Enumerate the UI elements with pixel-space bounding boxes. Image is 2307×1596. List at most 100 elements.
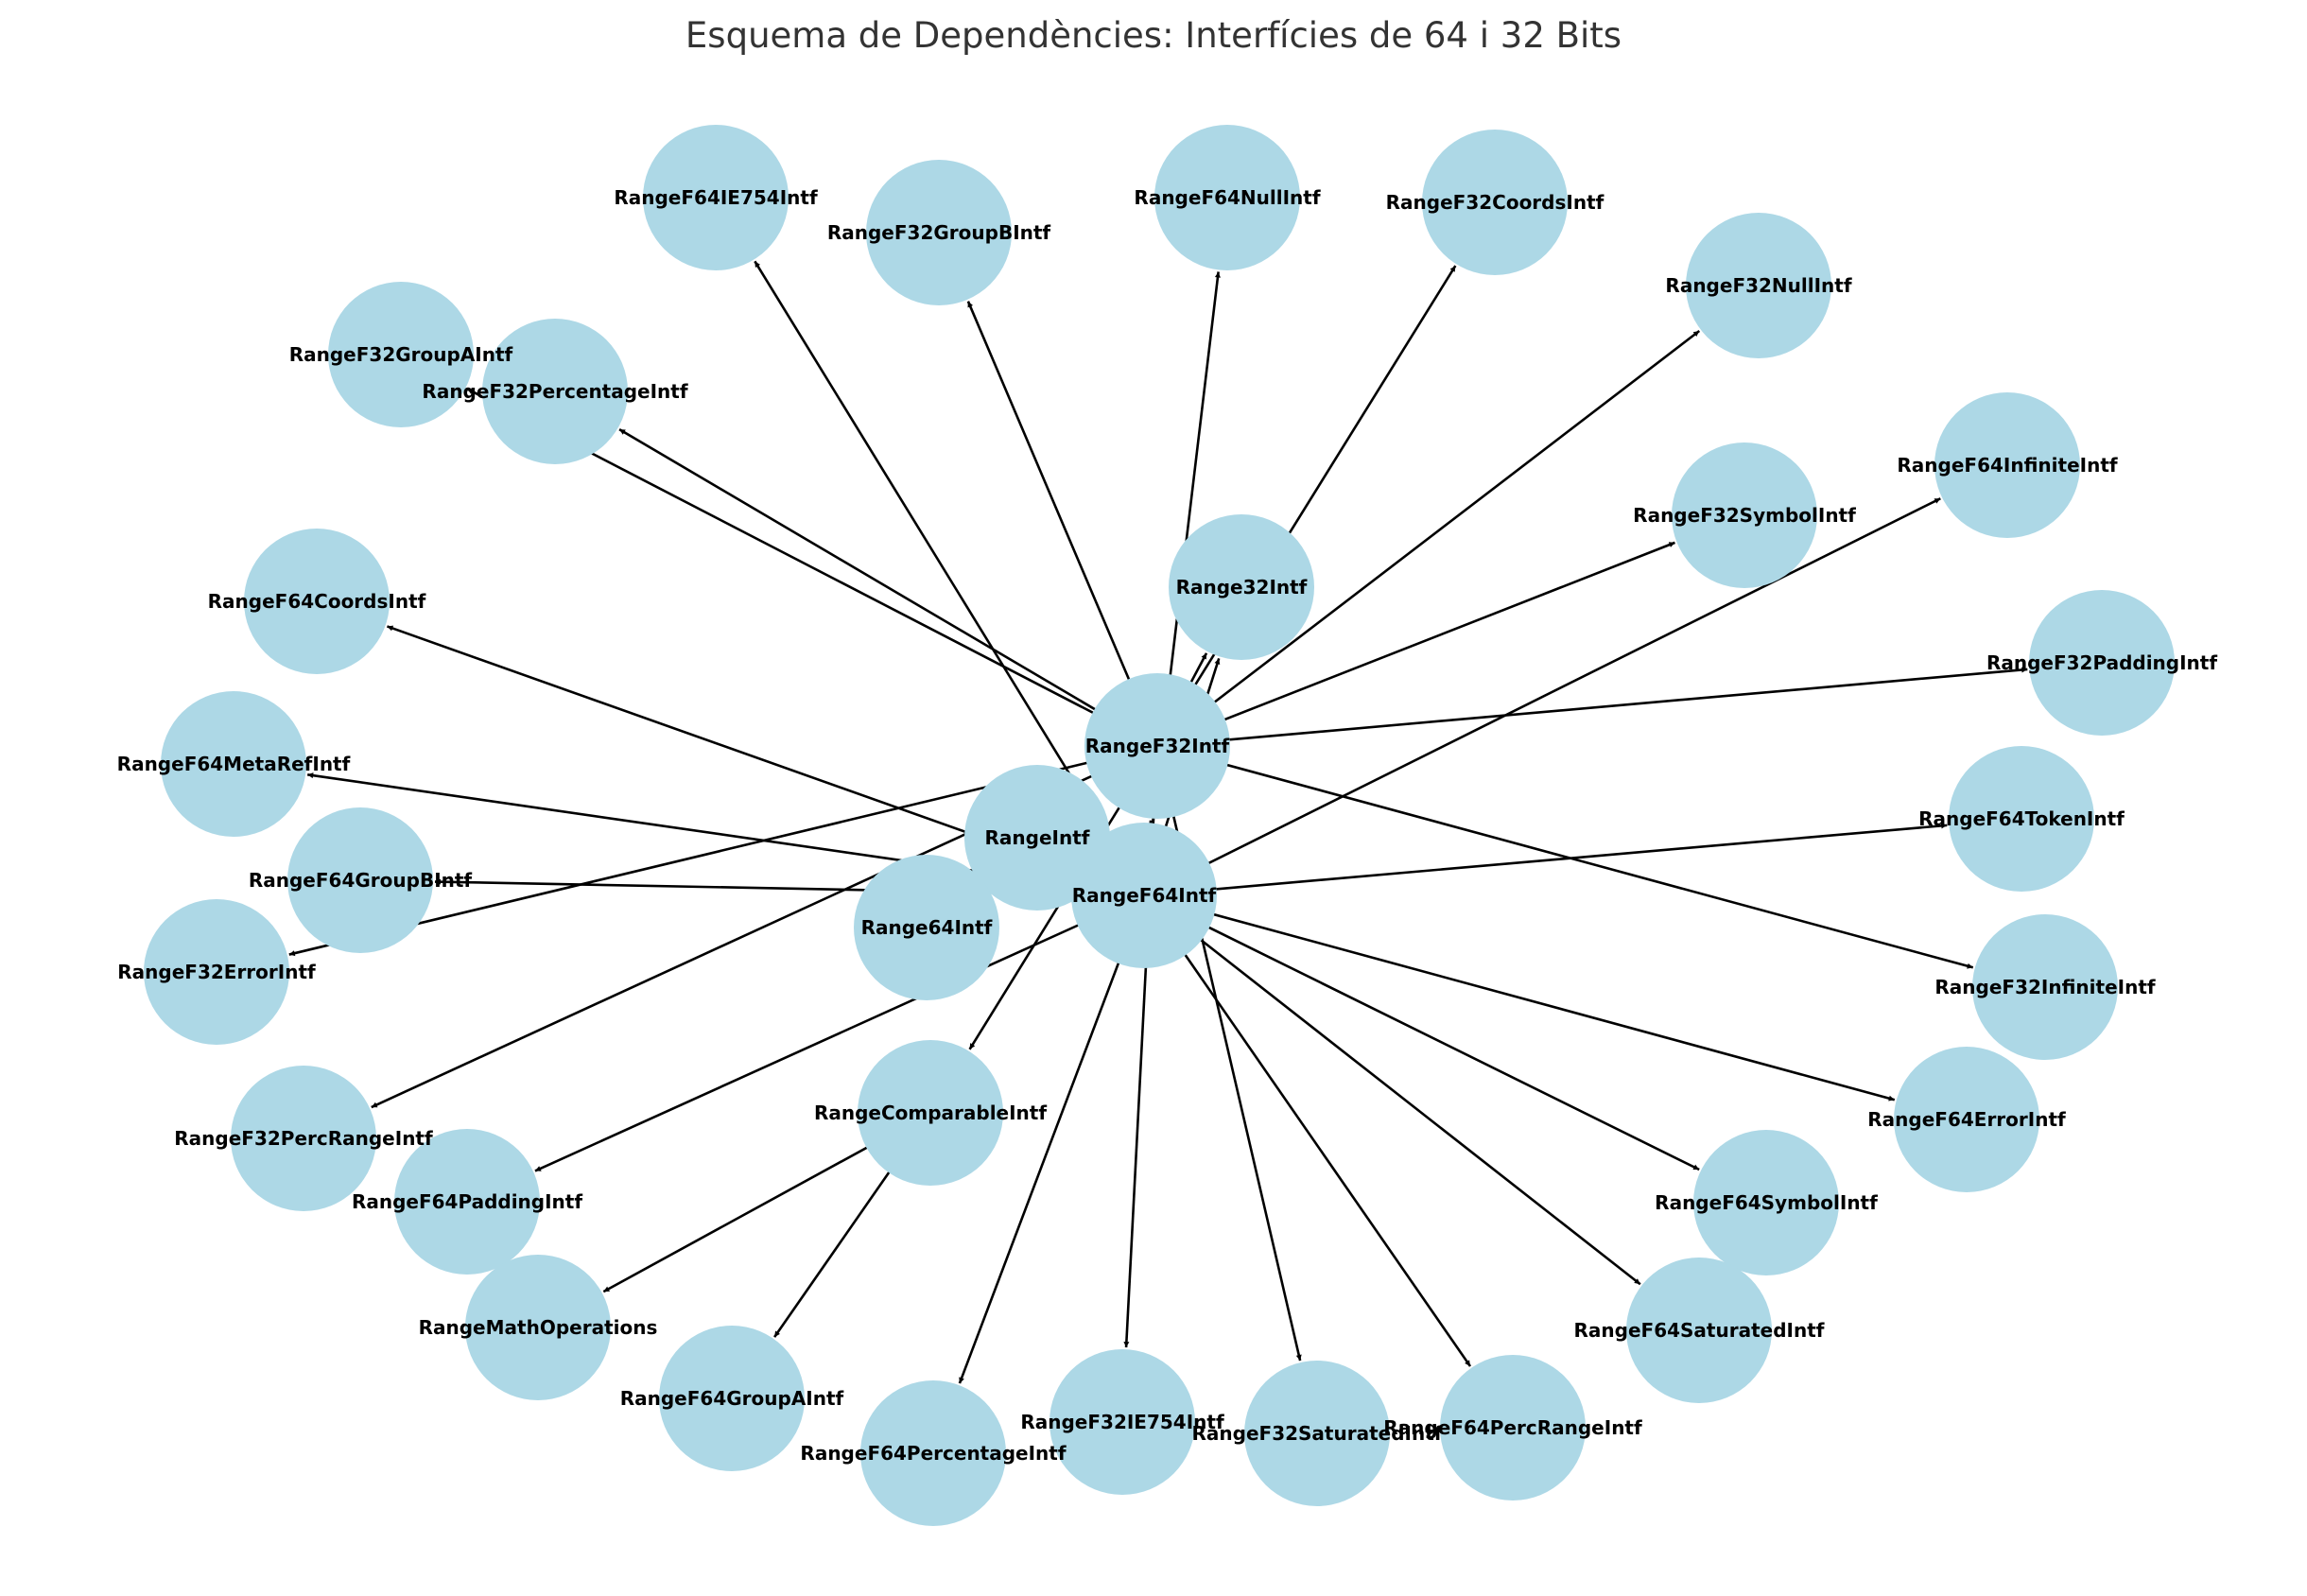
edge-RangeF32Intf-to-RangeF32NullIntf [1156, 329, 1701, 748]
node-label-RangeF64GroupBIntf: RangeF64GroupBIntf [249, 869, 473, 892]
node-circle [1154, 125, 1300, 270]
node-RangeF64PercRangeIntf [1440, 1355, 1586, 1501]
node-label-RangeF64GroupAIntf: RangeF64GroupAIntf [620, 1387, 844, 1410]
edge-RangeF64Intf-to-RangeF64InfiniteIntf [1143, 497, 1941, 897]
node-label-RangeF64NullIntf: RangeF64NullIntf [1134, 186, 1320, 209]
node-circle [1244, 1361, 1390, 1506]
node-circle [144, 899, 289, 1045]
node-label-RangeF64MetaRefIntf: RangeF64MetaRefIntf [117, 753, 351, 775]
diagram-title: Esquema de Dependències: Interfícies de … [685, 15, 1622, 56]
node-label-RangeMathOperations: RangeMathOperations [419, 1316, 658, 1339]
node-label-RangeF32GroupBIntf: RangeF32GroupBIntf [827, 221, 1051, 244]
node-label-RangeF64Intf: RangeF64Intf [1072, 884, 1217, 907]
node-label-RangeF32SaturatedIntf: RangeF32SaturatedIntf [1192, 1422, 1443, 1445]
node-RangeF64ErrorIntf [1894, 1047, 2039, 1192]
node-circle [659, 1326, 805, 1471]
node-circle [1686, 213, 1831, 358]
node-layer: RangeF64IE754IntfRangeF32GroupBIntfRange… [117, 125, 2217, 1526]
node-label-RangeF32SymbolIntf: RangeF32SymbolIntf [1633, 504, 1856, 527]
node-RangeF32InfiniteIntf [1972, 914, 2118, 1060]
node-label-RangeF64InfiniteIntf: RangeF64InfiniteIntf [1897, 454, 2117, 477]
node-label-RangeF32PaddingIntf: RangeF32PaddingIntf [1986, 651, 2217, 674]
node-label-Range32Intf: Range32Intf [1176, 576, 1308, 598]
node-label-RangeComparableIntf: RangeComparableIntf [814, 1102, 1047, 1124]
node-RangeF32SymbolIntf [1672, 442, 1817, 588]
node-RangeF32PercentageIntf [482, 319, 628, 464]
node-label-RangeF64ErrorIntf: RangeF64ErrorIntf [1867, 1108, 2066, 1131]
node-RangeIntf [964, 765, 1110, 911]
node-RangeF32PercRangeIntf [231, 1066, 376, 1211]
node-circle [465, 1255, 611, 1400]
node-circle [866, 160, 1012, 305]
node-Range64Intf [854, 855, 999, 1000]
node-label-RangeF64PaddingIntf: RangeF64PaddingIntf [352, 1190, 582, 1213]
node-RangeF64IE754Intf [643, 125, 789, 270]
node-RangeMathOperations [465, 1255, 611, 1400]
node-circle [1049, 1349, 1195, 1495]
node-circle [1972, 914, 2118, 1060]
node-circle [1169, 514, 1314, 660]
node-circle [2029, 590, 2175, 736]
node-circle [231, 1066, 376, 1211]
edge-RangeF64Intf-to-RangeF64SaturatedIntf [1143, 893, 1641, 1286]
node-label-RangeIntf: RangeIntf [985, 826, 1090, 849]
node-circle [964, 765, 1110, 911]
node-circle [1934, 392, 2080, 538]
edge-RangeF64Intf-to-RangeF64PercentageIntf [958, 894, 1146, 1384]
node-RangeF64GroupBIntf [287, 807, 433, 953]
node-RangeF64Intf [1071, 823, 1217, 968]
node-RangeF64InfiniteIntf [1934, 392, 2080, 538]
node-circle [643, 125, 789, 270]
node-RangeF32IE754Intf [1049, 1349, 1195, 1495]
node-circle [1626, 1258, 1772, 1403]
edge-RangeF32Intf-to-RangeF32InfiniteIntf [1156, 744, 1974, 969]
node-circle [1084, 673, 1230, 819]
node-RangeF32ErrorIntf [144, 899, 289, 1045]
node-label-RangeF64SymbolIntf: RangeF64SymbolIntf [1655, 1191, 1878, 1214]
node-RangeF32NullIntf [1686, 213, 1831, 358]
node-circle [1693, 1130, 1839, 1275]
node-circle [1949, 746, 2094, 892]
node-RangeF32PaddingIntf [2029, 590, 2175, 736]
node-label-RangeF64PercRangeIntf: RangeF64PercRangeIntf [1383, 1416, 1642, 1439]
edge-RangeF64Intf-to-RangeF64TokenIntf [1143, 823, 1948, 897]
edge-RangeF32Intf-to-RangeF32CoordsIntf [1155, 265, 1457, 747]
node-label-RangeF32ErrorIntf: RangeF32ErrorIntf [117, 961, 316, 983]
node-RangeF64SymbolIntf [1693, 1130, 1839, 1275]
node-label-RangeF32InfiniteIntf: RangeF32InfiniteIntf [1934, 976, 2155, 998]
node-label-RangeF64PercentageIntf: RangeF64PercentageIntf [800, 1442, 1066, 1465]
node-circle [1440, 1355, 1586, 1501]
node-label-RangeF32Intf: RangeF32Intf [1085, 735, 1230, 757]
edge-RangeF64Intf-to-RangeF64SymbolIntf [1143, 893, 1700, 1171]
node-label-RangeF32IE754Intf: RangeF32IE754Intf [1020, 1411, 1224, 1433]
node-RangeF64MetaRefIntf [161, 691, 306, 837]
node-RangeF32GroupBIntf [866, 160, 1012, 305]
node-RangeF64PaddingIntf [394, 1129, 540, 1275]
node-circle [244, 529, 390, 674]
node-RangeComparableIntf [858, 1040, 1003, 1186]
node-label-RangeF64IE754Intf: RangeF64IE754Intf [614, 186, 818, 209]
node-circle [482, 319, 628, 464]
node-RangeF64NullIntf [1154, 125, 1300, 270]
node-circle [858, 1040, 1003, 1186]
node-RangeF32CoordsIntf [1422, 130, 1568, 275]
node-circle [1071, 823, 1217, 968]
node-RangeF64GroupAIntf [659, 1326, 805, 1471]
node-label-RangeF64SaturatedIntf: RangeF64SaturatedIntf [1574, 1319, 1825, 1342]
edge-RangeF64Intf-to-RangeF64PaddingIntf [534, 893, 1145, 1172]
node-circle [287, 807, 433, 953]
node-Range32Intf [1169, 514, 1314, 660]
node-label-RangeF32PercRangeIntf: RangeF32PercRangeIntf [174, 1127, 433, 1150]
node-RangeF32GroupAIntf [328, 282, 474, 427]
node-label-RangeF32CoordsIntf: RangeF32CoordsIntf [1386, 191, 1604, 214]
edge-RangeF64Intf-to-RangeF64PercRangeIntf [1142, 894, 1472, 1367]
edge-RangeF64Intf-to-RangeF64ErrorIntf [1143, 893, 1896, 1102]
node-RangeF64SaturatedIntf [1626, 1258, 1772, 1403]
node-RangeF32Intf [1084, 673, 1230, 819]
node-circle [394, 1129, 540, 1275]
node-label-RangeF64TokenIntf: RangeF64TokenIntf [1918, 807, 2125, 830]
node-circle [860, 1380, 1006, 1526]
edge-RangeF32Intf-to-RangeF32PaddingIntf [1156, 667, 2028, 748]
node-label-RangeF32GroupAIntf: RangeF32GroupAIntf [289, 343, 513, 366]
node-RangeF64PercentageIntf [860, 1380, 1006, 1526]
